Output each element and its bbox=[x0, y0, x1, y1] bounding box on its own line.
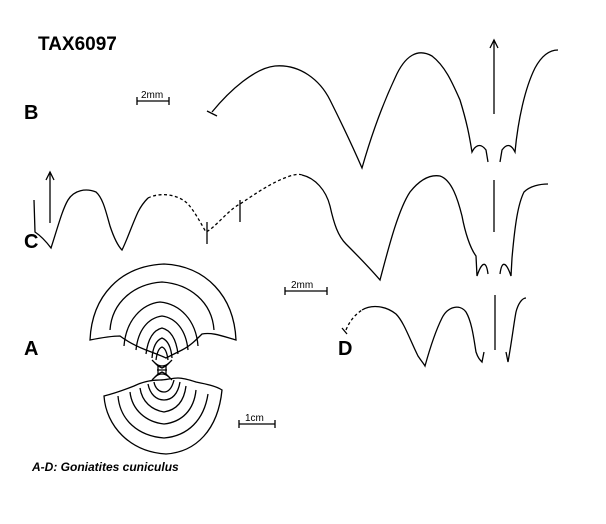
figure-caption: A-D: Goniatites cuniculus bbox=[32, 460, 179, 474]
scale-label-c: 2mm bbox=[291, 280, 313, 291]
panel-label-c: C bbox=[24, 231, 39, 253]
scale-label-a: 1cm bbox=[245, 413, 264, 424]
panel-label-b: B bbox=[24, 102, 39, 124]
suture-line-d bbox=[341, 295, 527, 368]
scale-bar-c: 2mm bbox=[284, 280, 328, 295]
caption-prefix: A-D: bbox=[32, 460, 61, 474]
shell-umbilicus bbox=[151, 359, 173, 381]
suture-line-c bbox=[33, 170, 549, 282]
scale-bar-a: 1cm bbox=[238, 413, 276, 428]
panel-label-a: A bbox=[24, 338, 39, 360]
caption-species: Goniatites cuniculus bbox=[60, 460, 179, 474]
figure-id: TAX6097 bbox=[38, 34, 117, 55]
panel-label-d: D bbox=[338, 338, 353, 360]
scale-bar-b: 2mm bbox=[136, 90, 170, 105]
suture-line-b bbox=[206, 38, 559, 170]
scale-label-b: 2mm bbox=[141, 90, 163, 101]
shell-lower-view bbox=[103, 377, 223, 455]
shell-upper-view bbox=[89, 263, 237, 361]
